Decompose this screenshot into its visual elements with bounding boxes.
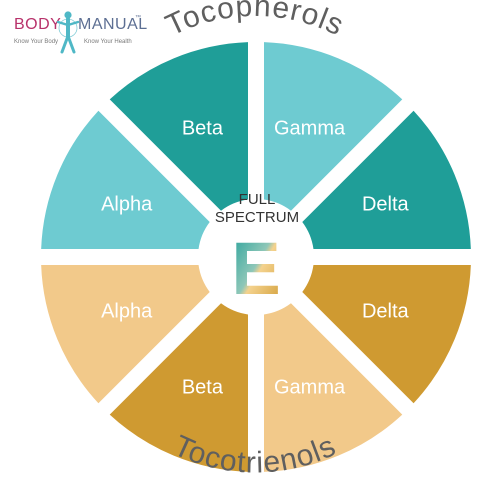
logo-trademark: ™ bbox=[135, 15, 141, 21]
segment-gamma-tocotrienol-label: Gamma bbox=[274, 376, 346, 398]
logo-word-left: BODY bbox=[14, 16, 62, 33]
tocopherols-text: Tocopherols bbox=[161, 0, 348, 42]
segment-delta-tocotrienol-label: Delta bbox=[362, 301, 410, 323]
segment-alpha-tocopherol bbox=[41, 110, 210, 249]
center-line-spectrum: SPECTRUM bbox=[215, 209, 299, 226]
tocotrienols-text: Tocotrienols bbox=[169, 429, 340, 479]
segment-alpha-tocotrienol-label: Alpha bbox=[101, 301, 153, 323]
center-line-full: FULL bbox=[239, 191, 276, 208]
segment-beta-tocopherol-label: Beta bbox=[182, 118, 224, 140]
segment-gamma-tocotrienol bbox=[264, 303, 403, 472]
logo-word-right: MANUAL bbox=[78, 16, 148, 33]
logo-tagline-right: Know Your Health bbox=[84, 39, 132, 45]
human-figure-icon bbox=[56, 11, 80, 54]
segment-alpha-tocopherol-label: Alpha bbox=[101, 193, 153, 215]
tocopherols-label: Tocopherols bbox=[161, 0, 349, 42]
segment-gamma-tocopherol bbox=[264, 42, 403, 211]
body-manual-logo: BODY MANUAL ™ Know Your Body Know Your H… bbox=[8, 10, 147, 54]
segment-delta-tocopherol bbox=[302, 110, 471, 249]
tocotrienols-label: Tocotrienols bbox=[169, 429, 341, 479]
logo-tagline-left: Know Your Body bbox=[14, 39, 59, 45]
segment-delta-tocotrienol bbox=[302, 265, 471, 404]
center-letter-e: E bbox=[231, 227, 280, 310]
segment-beta-tocotrienol-label: Beta bbox=[182, 376, 224, 398]
center-circle bbox=[206, 209, 310, 313]
segment-alpha-tocotrienol bbox=[41, 265, 210, 404]
segment-gamma-tocopherol-label: Gamma bbox=[274, 118, 346, 140]
segment-beta-tocotrienol bbox=[109, 303, 248, 472]
segment-delta-tocopherol-label: Delta bbox=[362, 193, 410, 215]
segment-beta-tocopherol bbox=[109, 42, 248, 211]
